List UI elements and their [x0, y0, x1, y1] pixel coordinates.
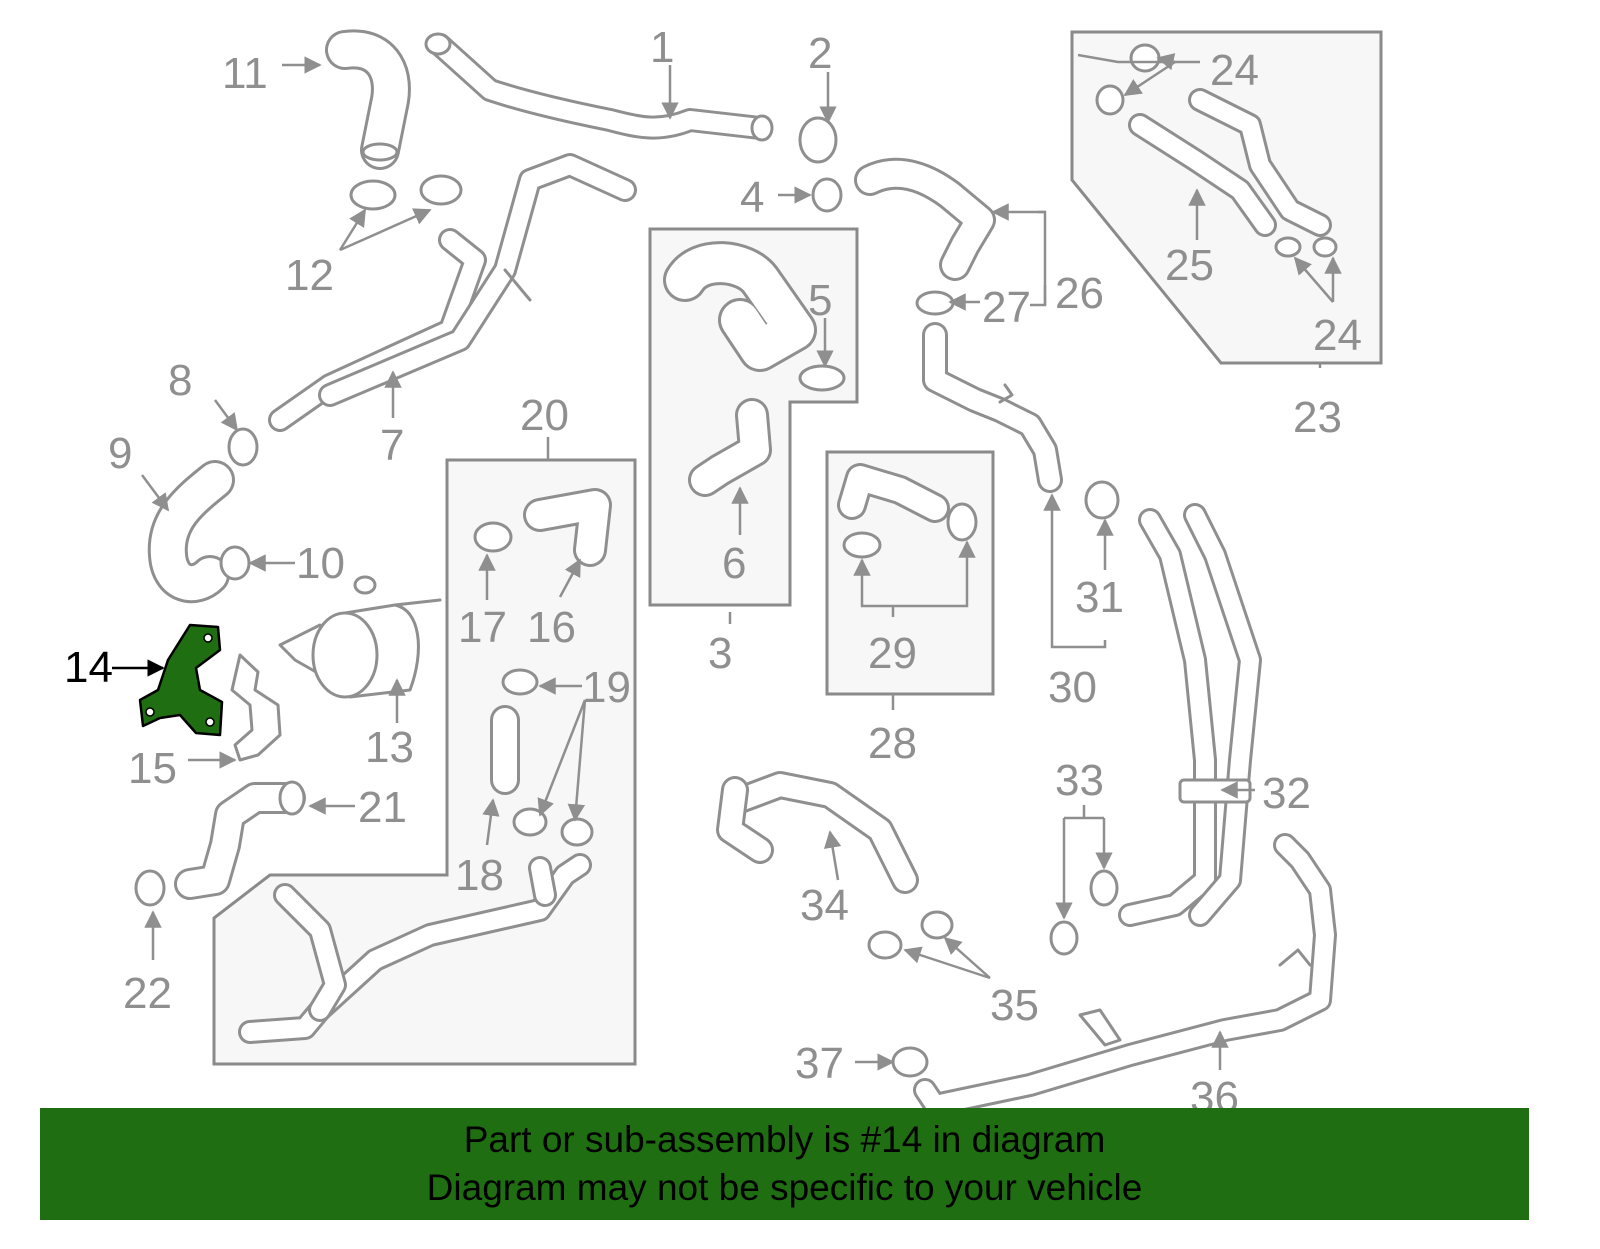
info-banner: Part or sub-assembly is #14 in diagram D… [40, 1108, 1529, 1220]
callout-15: 15 [128, 744, 177, 793]
callout-10: 10 [296, 539, 345, 588]
part-35-clamp [867, 930, 903, 960]
group-box-23 [1070, 30, 1383, 365]
part-24-clamp [1129, 43, 1161, 73]
callout-34: 34 [800, 881, 849, 930]
part-12-clamp [419, 174, 463, 206]
part-24-clamp [1095, 84, 1125, 116]
part-24-clamp [1274, 236, 1302, 258]
callout-37: 37 [795, 1039, 844, 1088]
callout-3: 3 [708, 629, 732, 678]
callout-23: 23 [1293, 393, 1342, 442]
part-33-clamp [1049, 920, 1079, 956]
callout-11: 11 [222, 49, 268, 98]
part-32-pipe [1118, 503, 1262, 927]
callout-17: 17 [458, 603, 507, 652]
callout-33: 33 [1055, 756, 1104, 805]
part-26-hose [854, 157, 996, 281]
callout-22: 22 [123, 969, 172, 1018]
part-36-pipe [913, 833, 1337, 1117]
callout-24-top: 24 [1210, 46, 1259, 95]
group-box-20 [212, 458, 637, 1066]
callout-29: 29 [868, 629, 917, 678]
callout-19: 19 [582, 663, 631, 712]
part-14-bracket [138, 623, 224, 737]
callout-6: 6 [722, 539, 746, 588]
callout-12: 12 [285, 251, 334, 300]
callout-8: 8 [168, 356, 192, 405]
part-24-clamp [1312, 236, 1338, 258]
callout-32: 32 [1262, 769, 1311, 818]
callout-21: 21 [358, 783, 407, 832]
callout-16: 16 [527, 603, 576, 652]
part-17-clamp [473, 521, 513, 553]
part-6-hose [688, 398, 772, 497]
part-2-clamp [798, 116, 838, 164]
part-30-pipe [922, 322, 1063, 493]
callout-labels: 1 2 3 4 5 6 7 8 9 10 11 12 13 14 15 16 1… [64, 23, 1362, 1122]
part-19-clamp [501, 668, 539, 696]
part-27-clamp [915, 290, 955, 316]
part-29-clamp [842, 531, 882, 559]
callout-20: 20 [520, 391, 569, 440]
part-16-hose [523, 488, 612, 567]
callout-5: 5 [808, 276, 832, 325]
part-37-clamp [891, 1046, 929, 1078]
part-15-bracket [230, 653, 282, 762]
callout-13: 13 [365, 723, 414, 772]
callout-30: 30 [1048, 663, 1097, 712]
banner-line-1: Part or sub-assembly is #14 in diagram [463, 1119, 1106, 1160]
callout-2: 2 [808, 29, 832, 78]
part-35-clamp [920, 910, 954, 940]
callout-24-bottom: 24 [1313, 311, 1362, 360]
leader-lines [112, 53, 1342, 1071]
part-8-clamp [227, 427, 259, 467]
callout-7: 7 [380, 421, 404, 470]
callout-18: 18 [455, 851, 504, 900]
callout-26: 26 [1055, 269, 1104, 318]
banner-line-2: Diagram may not be specific to your vehi… [426, 1167, 1143, 1208]
part-4-clamp [811, 177, 843, 213]
part-21-hose [174, 780, 306, 900]
part-29-clamp [946, 502, 978, 542]
part-34-hose [716, 771, 919, 894]
callout-25: 25 [1165, 241, 1214, 290]
part-11-elbow-hose [325, 29, 411, 170]
callout-31: 31 [1075, 573, 1124, 622]
part-25-hose [1128, 88, 1332, 237]
part-12-clamp [349, 179, 397, 211]
part-9-hose [147, 460, 235, 604]
callout-35: 35 [990, 981, 1039, 1030]
part-33-clamp [1089, 869, 1119, 907]
part-13-pump [278, 575, 442, 699]
part-20-pipe [238, 853, 592, 1044]
callout-27: 27 [982, 283, 1031, 332]
callout-14: 14 [64, 643, 113, 692]
callout-9: 9 [108, 429, 132, 478]
part-22-clamp [134, 869, 166, 907]
callout-1: 1 [650, 23, 674, 72]
part-19-clamp [560, 817, 594, 847]
callout-4: 4 [740, 173, 764, 222]
part-29-hose [837, 463, 950, 523]
part-7-pipe [268, 153, 637, 432]
part-31-clamp [1084, 480, 1120, 520]
part-1-hose [424, 32, 774, 142]
part-10-clamp [219, 545, 251, 581]
callout-28: 28 [868, 719, 917, 768]
